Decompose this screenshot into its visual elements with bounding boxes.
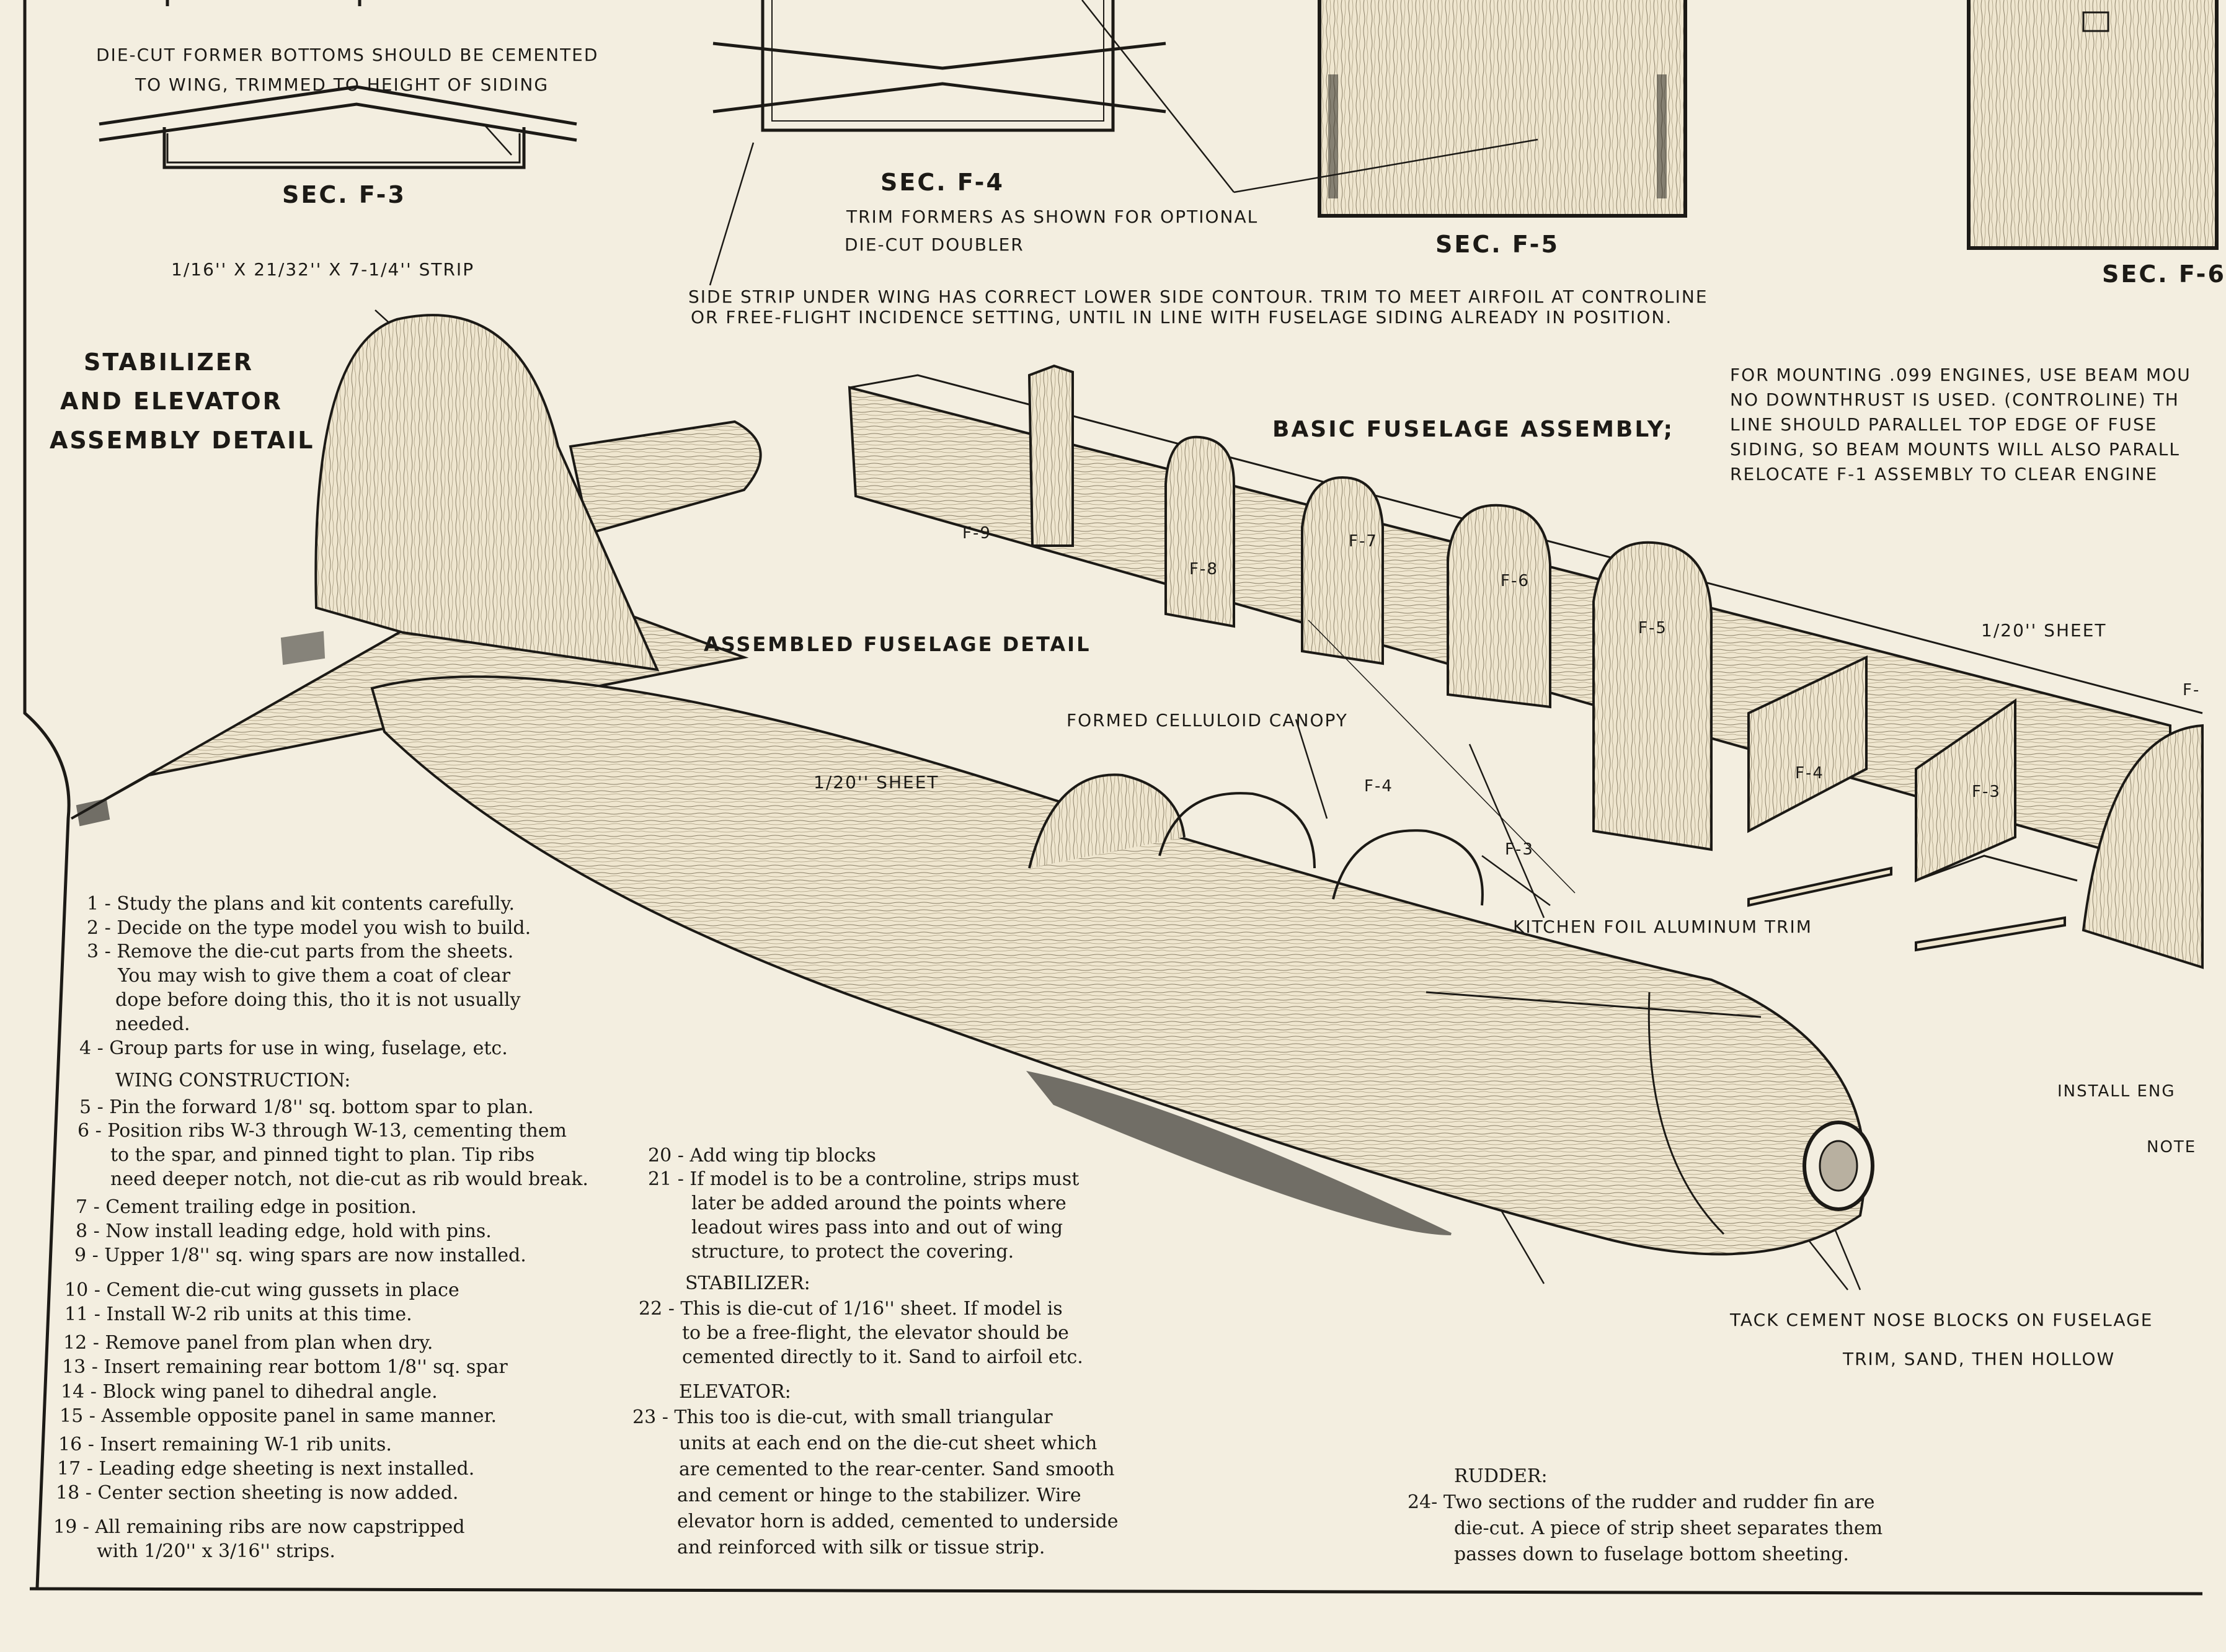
- note-former-bottoms-1: DIE-CUT FORMER BOTTOMS SHOULD BE CEMENTE…: [96, 45, 599, 65]
- sheet-border: [23, 0, 2203, 1596]
- instruction-21a: 21 - If model is to be a controline, str…: [648, 1168, 1080, 1190]
- instruction-9: 9 - Upper 1/8'' sq. wing spars are now i…: [74, 1245, 526, 1266]
- callout-sheet-right: 1/20'' SHEET: [1981, 620, 2107, 641]
- section-f3-drawing: [99, 0, 577, 169]
- instruction-16: 16 - Insert remaining W-1 rib units.: [58, 1434, 392, 1455]
- instruction-19a: 19 - All remaining ribs are now capstrip…: [53, 1516, 465, 1538]
- former-edge-label: F-: [2183, 681, 2201, 699]
- instruction-8: 8 - Now install leading edge, hold with …: [76, 1220, 492, 1242]
- instruction-21d: structure, to protect the covering.: [691, 1241, 1014, 1263]
- instruction-22b: to be a free-flight, the elevator should…: [682, 1322, 1069, 1344]
- note-engine-3: LINE SHOULD PARALLEL TOP EDGE OF FUSE: [1730, 414, 2158, 435]
- note-engine-2: NO DOWNTHRUST IS USED. (CONTROLINE) TH: [1730, 389, 2179, 410]
- instruction-17: 17 - Leading edge sheeting is next insta…: [57, 1458, 475, 1480]
- instruction-23e: elevator horn is added, cemented to unde…: [677, 1511, 1119, 1532]
- basic-fuselage-drawing: [848, 364, 2204, 969]
- section-f4-title: SEC. F-4: [880, 169, 1004, 196]
- instruction-21c: leadout wires pass into and out of wing: [691, 1217, 1063, 1238]
- callout-canopy: FORMED CELLULOID CANOPY: [1066, 710, 1348, 731]
- instruction-11: 11 - Install W-2 rib units at this time.: [64, 1303, 412, 1325]
- note-trim-formers-1: TRIM FORMERS AS SHOWN FOR OPTIONAL: [846, 206, 1259, 227]
- instruction-7: 7 - Cement trailing edge in position.: [76, 1196, 417, 1218]
- callout-nose-blocks-2: TRIM, SAND, THEN HOLLOW: [1843, 1349, 2116, 1369]
- rudder-heading: RUDDER:: [1454, 1465, 1548, 1487]
- stabilizer-title-2: AND ELEVATOR: [60, 388, 283, 415]
- instruction-23b: units at each end on the die-cut sheet w…: [679, 1432, 1097, 1454]
- instruction-18: 18 - Center section sheeting is now adde…: [56, 1482, 459, 1504]
- note-engine-5: RELOCATE F-1 ASSEMBLY TO CLEAR ENGINE: [1730, 464, 2158, 484]
- callout-nose-blocks-1: TACK CEMENT NOSE BLOCKS ON FUSELAGE: [1730, 1310, 2153, 1330]
- instruction-23a: 23 - This too is die-cut, with small tri…: [632, 1406, 1053, 1428]
- instruction-24c: passes down to fuselage bottom sheeting.: [1454, 1543, 1849, 1565]
- instruction-2: 2 - Decide on the type model you wish to…: [87, 917, 531, 939]
- instruction-10: 10 - Cement die-cut wing gussets in plac…: [64, 1279, 459, 1301]
- former-f6-label: F-6: [1501, 572, 1530, 590]
- former-f8-label: F-8: [1189, 560, 1218, 579]
- note-engine-1: FOR MOUNTING .099 ENGINES, USE BEAM MOU: [1730, 365, 2191, 385]
- stabilizer-title-1: STABILIZER: [84, 349, 254, 376]
- instruction-14: 14 - Block wing panel to dihedral angle.: [61, 1381, 438, 1403]
- section-f4-drawing: [712, 0, 1166, 132]
- instruction-6b: to the spar, and pinned tight to plan. T…: [110, 1144, 535, 1166]
- section-f3-title: SEC. F-3: [282, 181, 406, 208]
- instruction-6c: need deeper notch, not die-cut as rib wo…: [110, 1168, 588, 1190]
- callout-sheet-fuselage: 1/20'' SHEET: [814, 772, 939, 793]
- elevator-heading: ELEVATOR:: [679, 1381, 791, 1403]
- former-f3-label: F-3: [1972, 783, 2001, 801]
- former-f4-label: F-4: [1795, 764, 1824, 783]
- instruction-23f: and reinforced with silk or tissue strip…: [677, 1537, 1045, 1558]
- note-install-engine: INSTALL ENG: [2057, 1082, 2176, 1101]
- instruction-12: 12 - Remove panel from plan when dry.: [63, 1332, 433, 1354]
- instruction-3b: You may wish to give them a coat of clea…: [118, 965, 511, 987]
- instruction-19b: with 1/20'' x 3/16'' strips.: [97, 1540, 335, 1562]
- instruction-4: 4 - Group parts for use in wing, fuselag…: [79, 1037, 508, 1059]
- instruction-23c: are cemented to the rear-center. Sand sm…: [679, 1459, 1115, 1480]
- instruction-20: 20 - Add wing tip blocks: [648, 1145, 876, 1166]
- instruction-22a: 22 - This is die-cut of 1/16'' sheet. If…: [639, 1298, 1063, 1320]
- note-former-bottoms-2: TO WING, TRIMMED TO HEIGHT OF SIDING: [135, 74, 549, 95]
- instruction-15: 15 - Assemble opposite panel in same man…: [60, 1405, 497, 1427]
- wing-construction-heading: WING CONSTRUCTION:: [115, 1070, 351, 1091]
- former-f9-label: F-9: [962, 524, 991, 543]
- former-f5-label: F-5: [1638, 619, 1667, 637]
- stabilizer-title-3: ASSEMBLY DETAIL: [50, 427, 315, 454]
- section-f6-title: SEC. F-6: [2102, 260, 2226, 288]
- instruction-24b: die-cut. A piece of strip sheet separate…: [1454, 1517, 1883, 1539]
- former-f7-label: F-7: [1349, 532, 1378, 551]
- instruction-1: 1 - Study the plans and kit contents car…: [87, 893, 515, 915]
- section-f6-drawing: [1967, 0, 2219, 250]
- callout-foil-trim: KITCHEN FOIL ALUMINUM TRIM: [1513, 917, 1812, 937]
- note-engine-4: SIDING, SO BEAM MOUNTS WILL ALSO PARALL: [1730, 439, 2180, 460]
- instruction-3a: 3 - Remove the die-cut parts from the sh…: [87, 941, 514, 962]
- note-trim-formers-2: DIE-CUT DOUBLER: [845, 234, 1024, 255]
- former-f4-canopy-label: F-4: [1364, 777, 1393, 796]
- note-side-strip-1: SIDE STRIP UNDER WING HAS CORRECT LOWER …: [688, 286, 1708, 307]
- stabilizer-heading: STABILIZER:: [685, 1272, 810, 1294]
- basic-fuselage-title: BASIC FUSELAGE ASSEMBLY;: [1272, 417, 1675, 442]
- instruction-6a: 6 - Position ribs W-3 through W-13, ceme…: [78, 1120, 567, 1142]
- instruction-13: 13 - Insert remaining rear bottom 1/8'' …: [62, 1356, 508, 1378]
- instruction-3c: dope before doing this, tho it is not us…: [115, 989, 521, 1011]
- instruction-22c: cemented directly to it. Sand to airfoil…: [682, 1346, 1083, 1368]
- assembled-fuselage-drawing: [370, 620, 1874, 1256]
- instruction-21b: later be added around the points where: [691, 1192, 1066, 1214]
- assembled-fuselage-title: ASSEMBLED FUSELAGE DETAIL: [704, 633, 1091, 656]
- former-f3-canopy-label: F-3: [1505, 840, 1534, 859]
- note-label: NOTE: [2147, 1138, 2197, 1157]
- instruction-5: 5 - Pin the forward 1/8'' sq. bottom spa…: [79, 1096, 534, 1118]
- instruction-3d: needed.: [115, 1013, 190, 1035]
- instruction-23d: and cement or hinge to the stabilizer. W…: [677, 1485, 1081, 1506]
- note-side-strip-2: OR FREE-FLIGHT INCIDENCE SETTING, UNTIL …: [691, 307, 1673, 327]
- instruction-24a: 24- Two sections of the rudder and rudde…: [1408, 1491, 1875, 1513]
- section-f5-title: SEC. F-5: [1435, 231, 1559, 258]
- note-strip-size: 1/16'' X 21/32'' X 7-1/4'' STRIP: [171, 259, 475, 280]
- section-f5-drawing: [1081, 0, 1687, 218]
